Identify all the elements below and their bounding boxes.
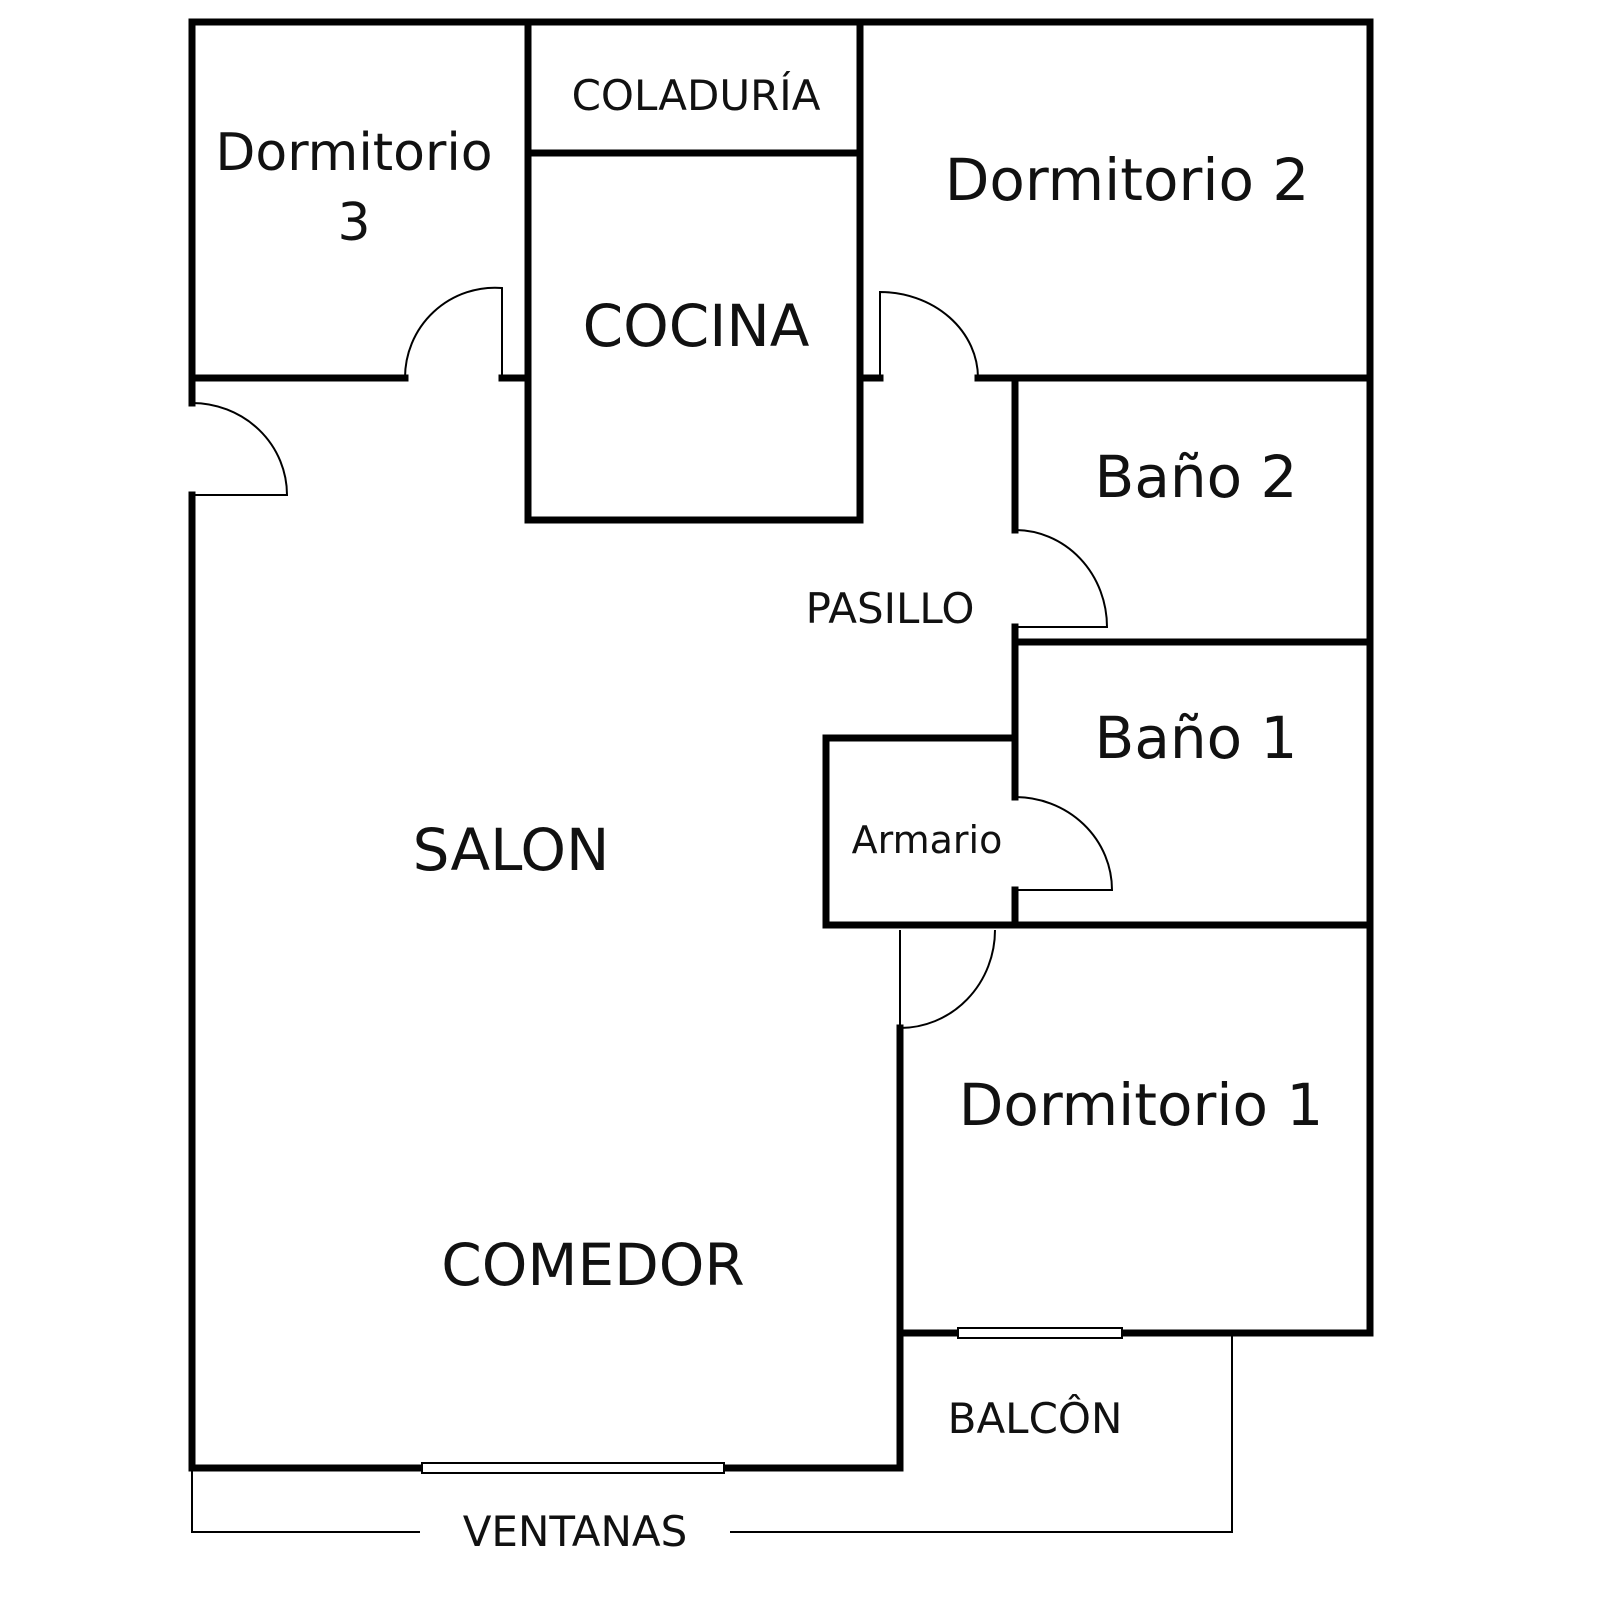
room-labels: Dormitorio 3 COLADURÍA COCINA Dormitorio… xyxy=(215,70,1323,1556)
door-entrance xyxy=(191,402,289,496)
label-dormitorio3: Dormitorio xyxy=(215,123,492,183)
label-pasillo: PASILLO xyxy=(806,584,975,633)
label-armario: Armario xyxy=(852,818,1003,862)
balcony-outline xyxy=(191,1333,1233,1533)
label-balcon: BALCÔN xyxy=(948,1393,1123,1443)
label-salon: SALON xyxy=(413,816,610,884)
label-coladuria: COLADURÍA xyxy=(572,70,821,120)
label-ventanas: VENTANAS xyxy=(463,1507,688,1556)
label-bano1: Baño 1 xyxy=(1095,704,1298,772)
label-bano2: Baño 2 xyxy=(1095,443,1298,511)
label-comedor: COMEDOR xyxy=(441,1231,744,1299)
doors xyxy=(191,286,1114,1030)
door-bano1 xyxy=(1014,796,1114,891)
window-dormitorio1 xyxy=(957,1327,1123,1339)
walls xyxy=(188,18,1374,1472)
window-comedor xyxy=(421,1462,725,1474)
label-dormitorio2: Dormitorio 2 xyxy=(945,146,1310,214)
door-dormitorio3 xyxy=(403,286,503,379)
label-dormitorio3-number: 3 xyxy=(337,193,370,253)
door-dormitorio1 xyxy=(899,929,996,1030)
door-bano2 xyxy=(1014,529,1109,628)
windows xyxy=(421,1327,1123,1474)
label-dormitorio1: Dormitorio 1 xyxy=(959,1071,1324,1139)
door-dormitorio2 xyxy=(879,290,979,379)
label-cocina: COCINA xyxy=(583,292,810,360)
